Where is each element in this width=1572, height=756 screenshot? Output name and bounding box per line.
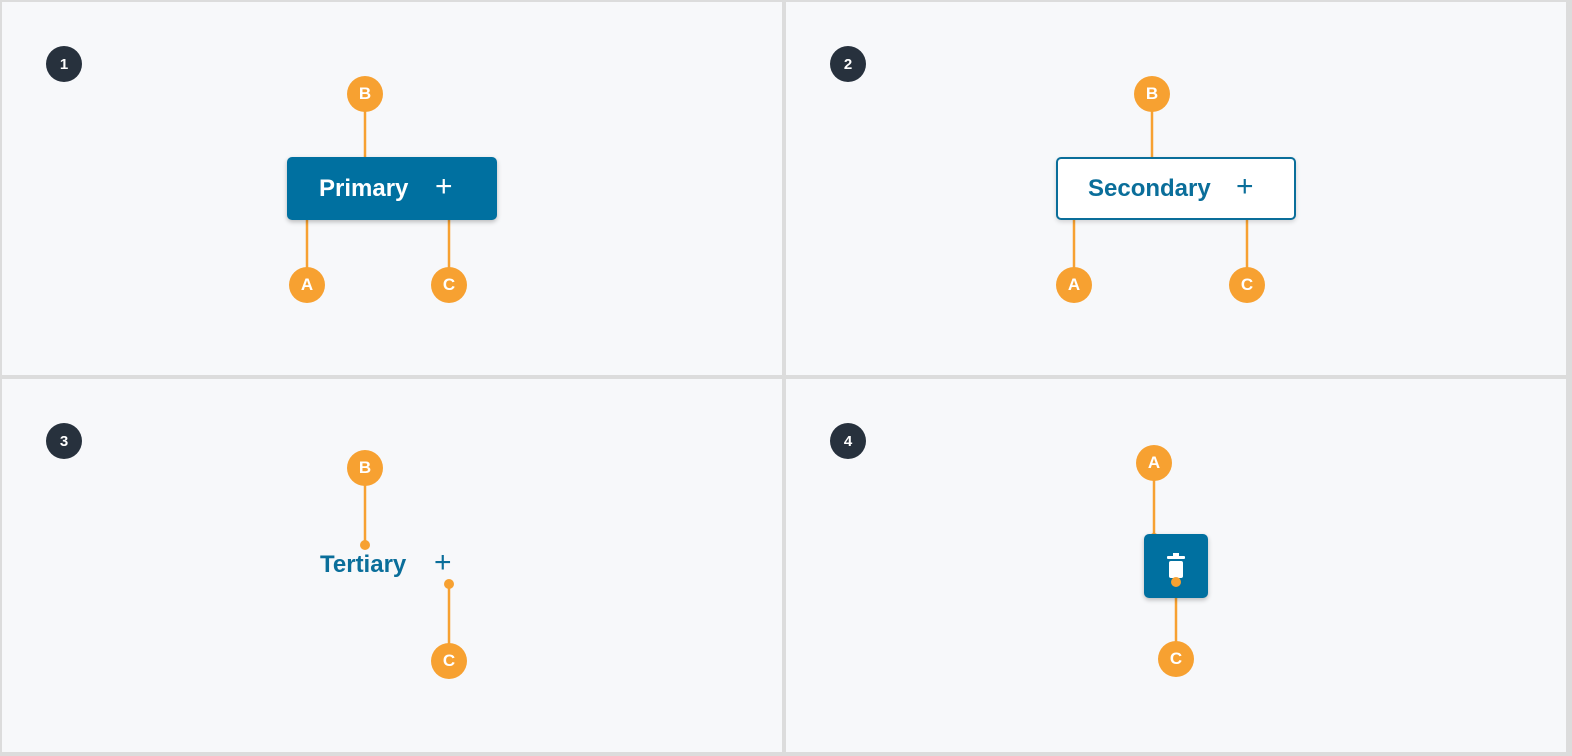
primary-button[interactable]: Primary + <box>287 157 497 220</box>
secondary-button[interactable]: Secondary + <box>1056 157 1296 220</box>
tertiary-button[interactable]: Tertiary + <box>320 545 470 585</box>
step-badge: 4 <box>830 423 866 459</box>
button-label: Secondary <box>1088 174 1211 202</box>
callout-b: B <box>347 76 383 112</box>
callout-b: B <box>1134 76 1170 112</box>
callout-c: C <box>1158 641 1194 677</box>
panel-secondary: 2 Secondary + B A C <box>786 2 1566 375</box>
button-label: Tertiary <box>320 551 407 578</box>
plus-icon: + <box>1236 170 1254 203</box>
callout-c: C <box>1229 267 1265 303</box>
step-badge: 2 <box>830 46 866 82</box>
callout-c: C <box>431 267 467 303</box>
plus-icon: + <box>434 546 452 579</box>
callout-a: A <box>1056 267 1092 303</box>
step-badge: 3 <box>46 423 82 459</box>
step-badge: 1 <box>46 46 82 82</box>
trash-icon <box>1166 553 1186 579</box>
callout-c: C <box>431 643 467 679</box>
panel-primary: 1 Primary + B A C <box>2 2 782 375</box>
callout-b: B <box>347 450 383 486</box>
callout-a: A <box>1136 445 1172 481</box>
plus-icon: + <box>435 170 453 203</box>
panel-tertiary: 3 Tertiary + B C <box>2 379 782 752</box>
icon-only-button[interactable] <box>1144 534 1208 598</box>
button-label: Primary <box>319 174 409 202</box>
callout-a: A <box>289 267 325 303</box>
panel-icon-only: 4 A C <box>786 379 1566 752</box>
